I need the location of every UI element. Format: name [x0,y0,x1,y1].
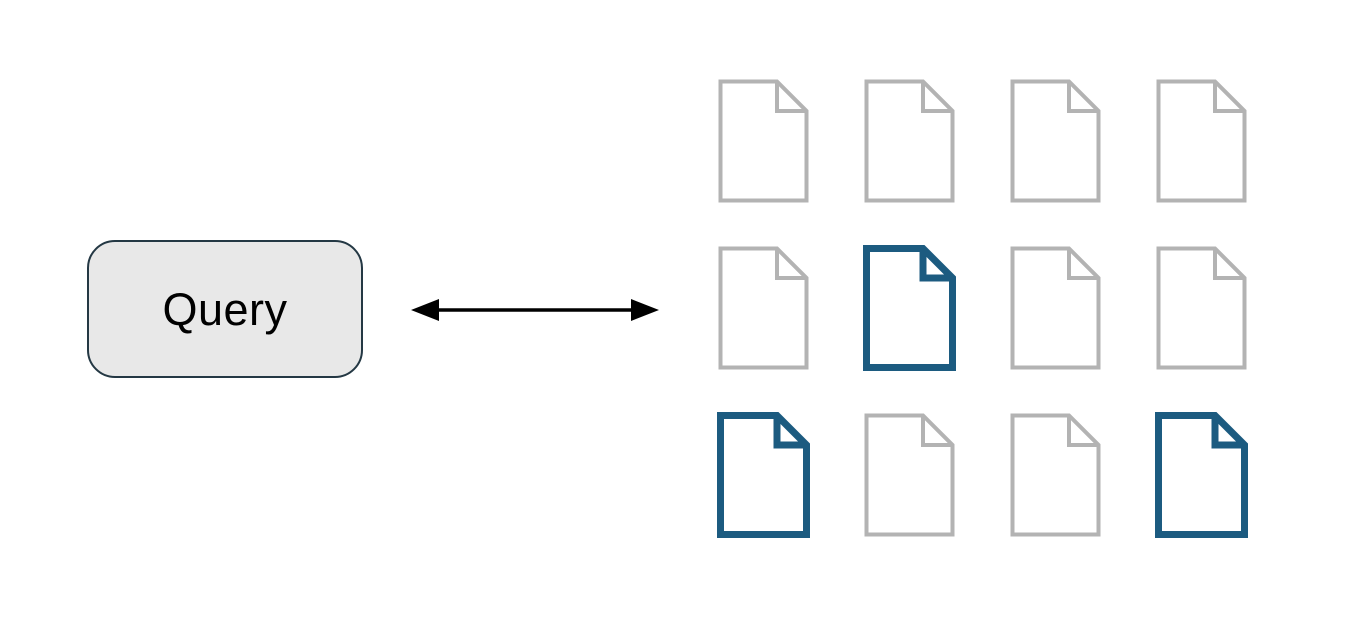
document-icon [717,245,810,371]
document-icon [1155,245,1248,371]
document-icon [1155,78,1248,204]
document-icon [863,78,956,204]
document-icon [1009,245,1102,371]
document-icon-highlighted [717,412,810,538]
document-icon-highlighted [863,245,956,371]
query-node-label: Query [162,283,288,335]
bidirectional-arrow-icon [410,296,660,324]
document-icon [717,78,810,204]
document-icon [1009,78,1102,204]
document-grid [717,78,1248,538]
document-icon [1009,412,1102,538]
document-icon [863,412,956,538]
document-icon-highlighted [1155,412,1248,538]
query-node: Query [87,240,363,378]
